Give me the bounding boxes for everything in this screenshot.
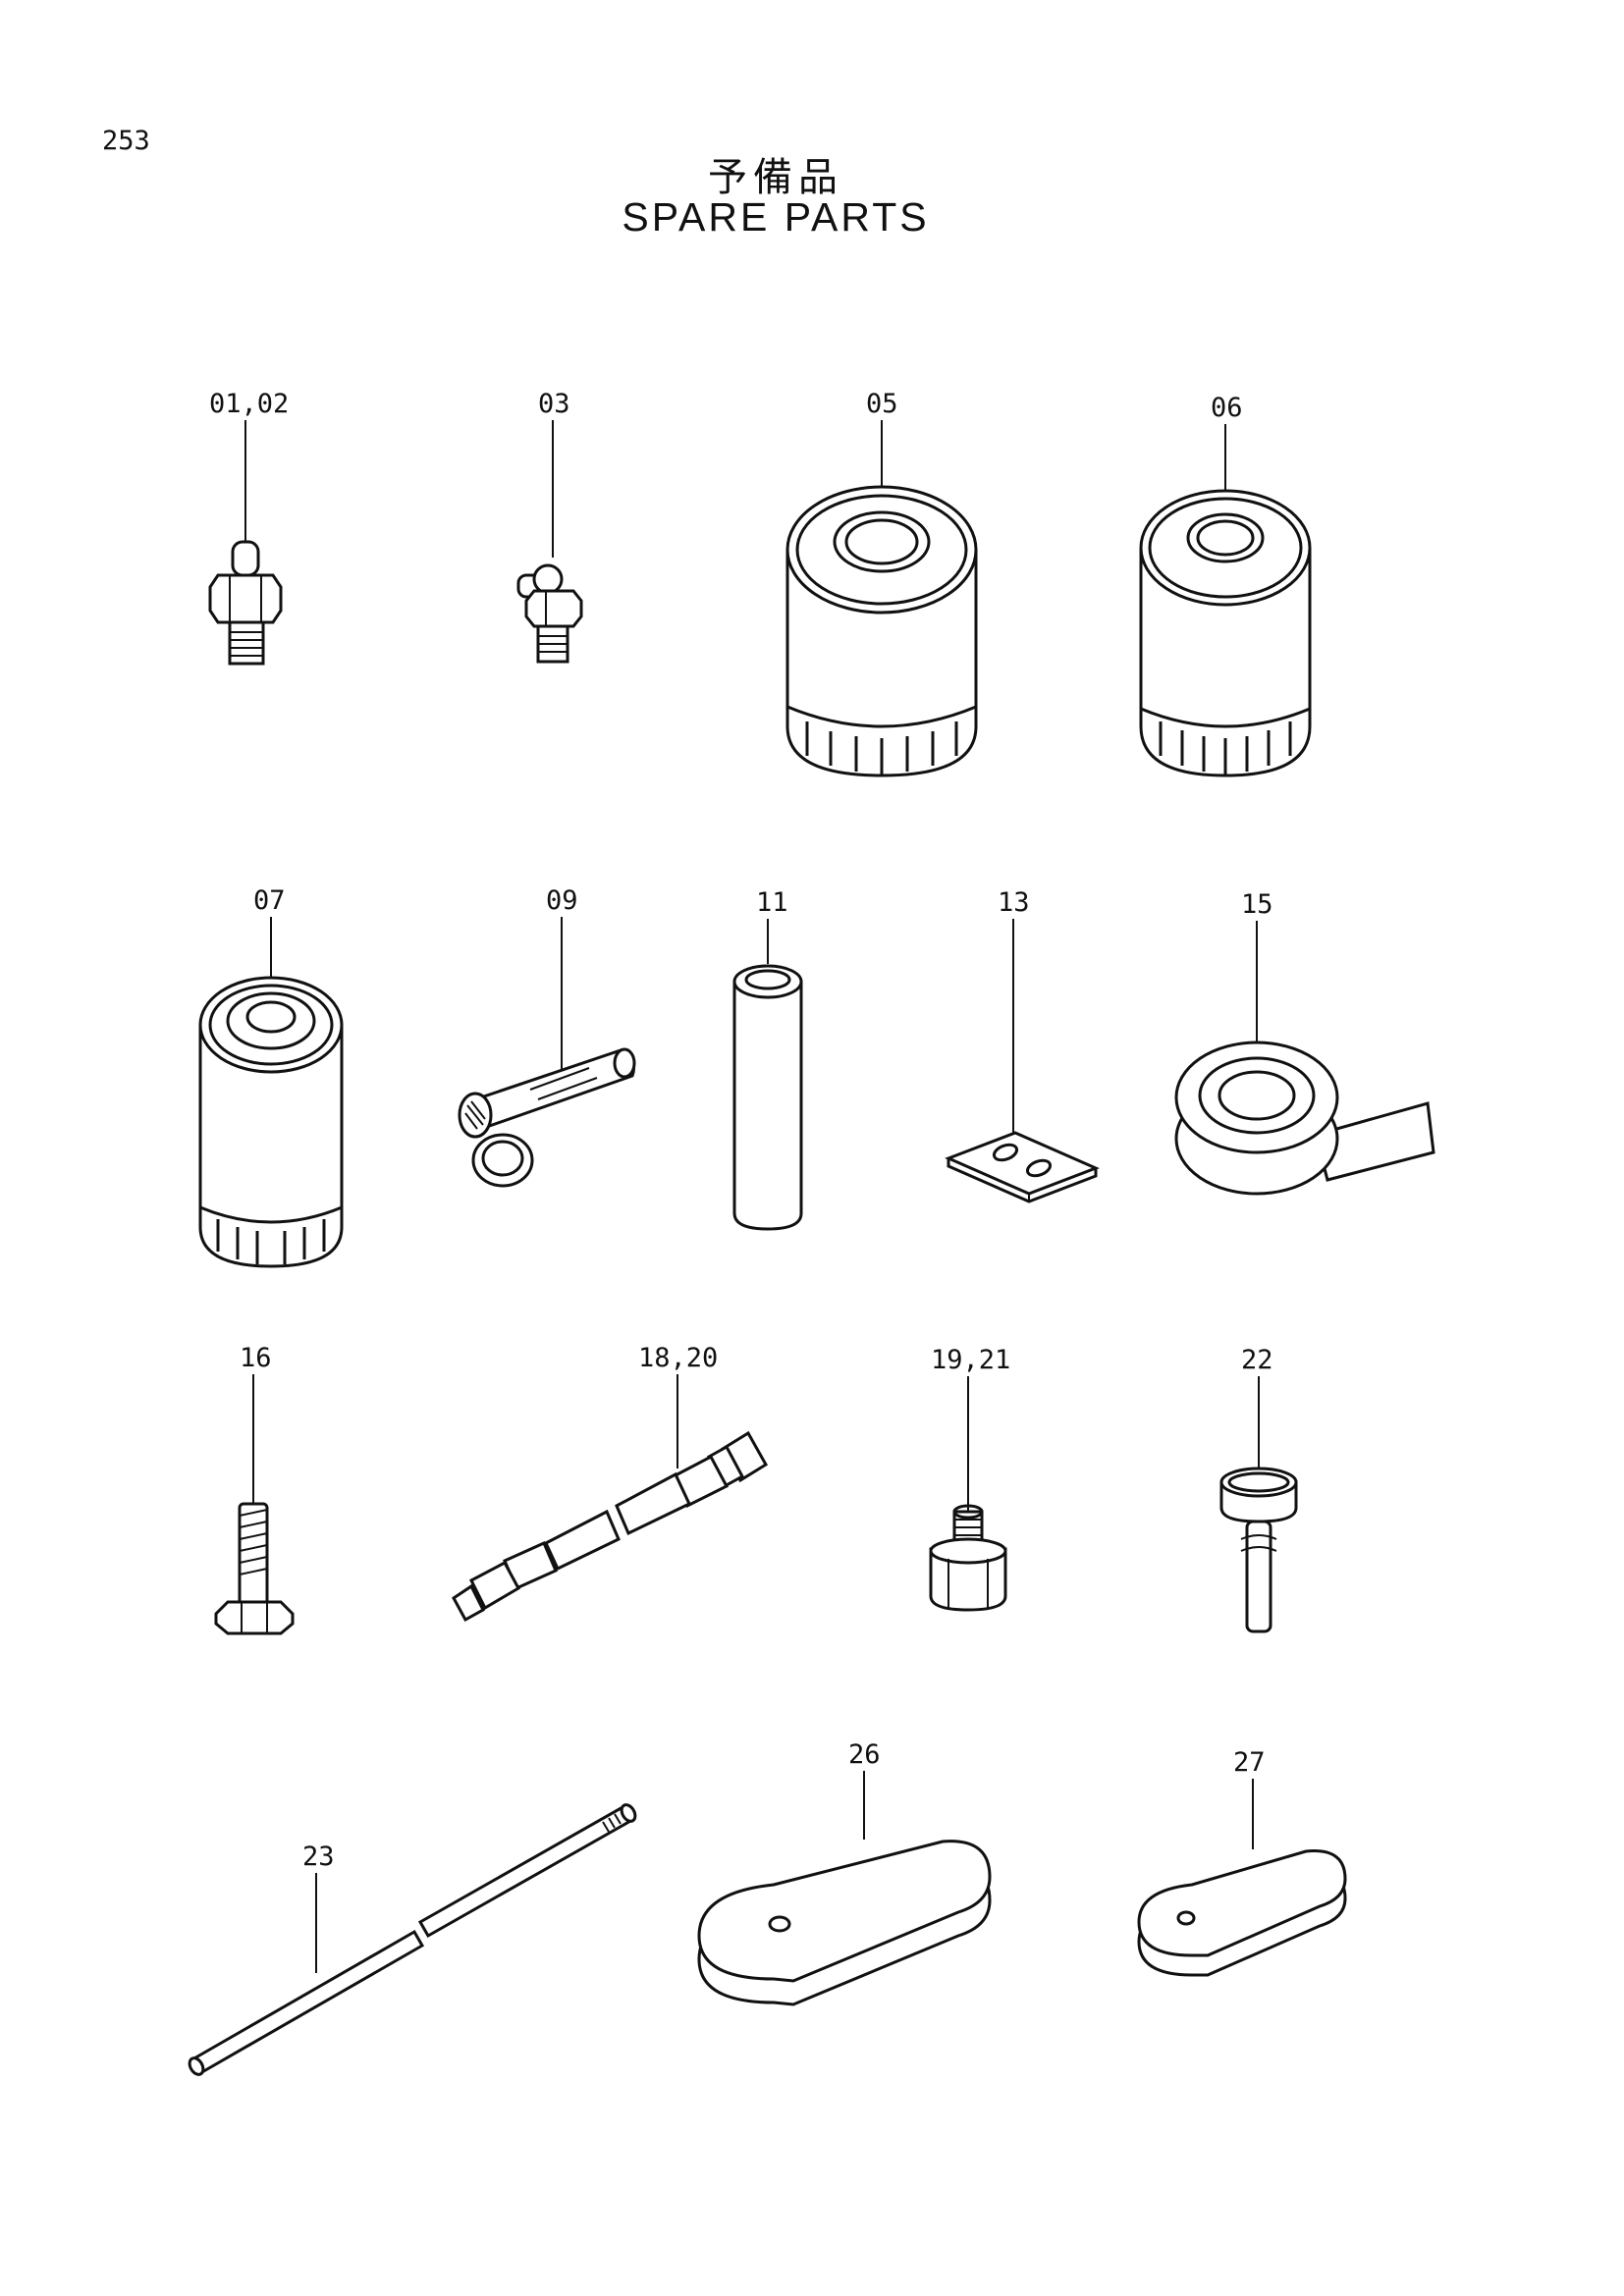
angled-grease-nipple-icon (516, 563, 583, 664)
page-number: 253 (102, 126, 150, 156)
part-label: 01,02 (209, 389, 289, 419)
part-15[interactable]: 15 (1174, 889, 1435, 1196)
v-belt-icon (1137, 1849, 1347, 1977)
v-belt-icon (697, 1840, 992, 2006)
grease-nipple-icon (208, 540, 283, 666)
part-label: 11 (756, 887, 788, 918)
pin-icon (732, 964, 803, 1231)
part-label: 13 (998, 887, 1030, 918)
part-18-20[interactable]: 18,20 (452, 1343, 769, 1623)
rod-icon (188, 1803, 637, 2076)
part-26[interactable]: 26 (697, 1739, 992, 2006)
plug-icon (929, 1504, 1007, 1612)
part-label: 06 (1211, 393, 1243, 423)
part-23[interactable]: 23 (187, 1802, 637, 2077)
part-label: 16 (240, 1343, 272, 1373)
part-label: 07 (253, 885, 286, 916)
part-label: 15 (1241, 889, 1273, 920)
part-13[interactable]: 13 (945, 887, 1100, 1203)
part-label: 22 (1241, 1345, 1273, 1375)
part-27[interactable]: 27 (1137, 1747, 1347, 1977)
part-16[interactable]: 16 (214, 1343, 295, 1635)
part-06[interactable]: 06 (1139, 393, 1312, 777)
oil-filter-icon (785, 485, 978, 777)
rod-assembly-icon (452, 1430, 769, 1623)
part-label: 03 (538, 389, 570, 419)
part-label: 23 (302, 1842, 335, 1872)
fuel-filter-icon (198, 976, 344, 1268)
part-label: 18,20 (638, 1343, 718, 1373)
part-05[interactable]: 05 (785, 389, 978, 777)
part-19-21[interactable]: 19,21 (929, 1345, 1010, 1612)
part-01-02[interactable]: 01,02 (208, 389, 289, 666)
part-09[interactable]: 09 (458, 885, 636, 1188)
strainer-icon (1219, 1467, 1298, 1633)
tape-roll-icon (1174, 1041, 1435, 1196)
part-03[interactable]: 03 (516, 389, 583, 664)
part-label: 09 (546, 885, 578, 916)
part-label: 26 (848, 1739, 881, 1770)
part-label: 05 (866, 389, 898, 419)
part-label: 27 (1233, 1747, 1266, 1778)
part-11[interactable]: 11 (732, 887, 803, 1231)
part-22[interactable]: 22 (1219, 1345, 1298, 1633)
bolt-icon (214, 1502, 295, 1635)
page-title-japanese: 予備品 (708, 155, 843, 200)
spring-pin-icon (458, 1047, 636, 1188)
plate-icon (945, 1131, 1100, 1203)
page-title-english: SPARE PARTS (622, 194, 930, 240)
oil-filter-icon (1139, 489, 1312, 777)
part-label: 19,21 (931, 1345, 1010, 1375)
part-07[interactable]: 07 (198, 885, 344, 1268)
